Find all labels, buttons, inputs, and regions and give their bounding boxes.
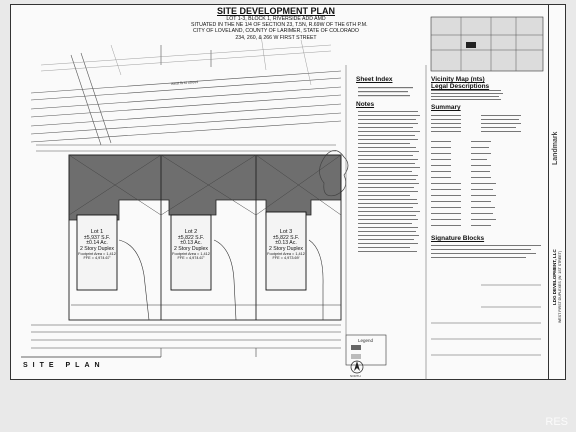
site-plan-drawing — [21, 16, 544, 380]
lot-ffe: FFE = 4,974.67' — [83, 256, 111, 261]
lot-2-label: Lot 2 ±5,822 S.F. ±0.13 Ac. 2 Story Dupl… — [168, 229, 214, 261]
legend-label: Legend — [358, 338, 374, 343]
lot-area-sf: ±5,822 S.F. — [177, 234, 205, 241]
legal-descriptions-heading: Legal Descriptions — [431, 83, 490, 90]
vicinity-map-heading: Vicinity Map (nts) — [431, 76, 485, 83]
lot-name: Lot 1 — [90, 229, 104, 235]
lot-footprint: Footprint Area = 1,412 — [267, 252, 305, 257]
plan-subtitle-line-3: CITY OF LOVELAND, COUNTY OF LARIMER, STA… — [193, 28, 359, 35]
lot-area-ac: ±0.13 Ac. — [275, 240, 297, 247]
lot-footprint: Footprint Area = 1,412 — [172, 252, 210, 257]
title-block: Landmark LDG DEVELOPMENT, LLC WEST FIRST… — [548, 5, 567, 380]
project-name: WEST FIRST DUPLEXES (W. 1ST STREET) — [558, 250, 562, 323]
plan-subtitle-line-2: SITUATED IN THE NE 1/4 OF SECTION 23, T.… — [191, 22, 368, 29]
lot-footprint: Footprint Area = 1,412 — [78, 252, 116, 257]
lot-area-sf: ±5,937 S.F. — [83, 234, 111, 241]
notes-heading: Notes — [356, 101, 375, 108]
lot-area-ac: ±0.14 Ac. — [86, 240, 108, 247]
lot-area-sf: ±5,822 S.F. — [272, 234, 300, 241]
site-plan-sheet: SITE DEVELOPMENT PLAN LOT 1-3, BLOCK 1, … — [10, 4, 566, 380]
lot-area-ac: ±0.13 Ac. — [180, 240, 202, 247]
watermark-logo: RES — [545, 416, 568, 428]
plan-title: SITE DEVELOPMENT PLAN — [216, 6, 335, 16]
lot-building-type: 2 Story Duplex — [79, 245, 115, 252]
lot-building-type: 2 Story Duplex — [173, 245, 209, 252]
sheet-index-heading: Sheet Index — [356, 76, 393, 83]
lot-ffe: FFE = 4,973.69' — [272, 256, 300, 261]
north-label: NORTH — [350, 374, 361, 378]
plan-subtitle-line-4: 234, 260, & 266 W FIRST STREET — [235, 34, 317, 41]
lot-3-label: Lot 3 ±5,822 S.F. ±0.13 Ac. 2 Story Dupl… — [263, 229, 309, 261]
site-plan-label: SITE PLAN — [23, 362, 105, 369]
plan-subtitle-line-1: LOT 1-3, BLOCK 1, RIVERSIDE ADD AMD — [226, 16, 326, 22]
lot-name: Lot 2 — [184, 229, 198, 235]
signature-blocks-heading: Signature Blocks — [431, 235, 485, 242]
plan-header: SITE DEVELOPMENT PLAN LOT 1-3, BLOCK 1, … — [191, 6, 368, 41]
lot-ffe: FFE = 4,974.67' — [177, 256, 205, 261]
summary-heading: Summary — [431, 104, 461, 111]
company-name: LDG DEVELOPMENT, LLC — [552, 249, 557, 305]
lot-1-label: Lot 1 ±5,937 S.F. ±0.14 Ac. 2 Story Dupl… — [74, 229, 120, 261]
lot-building-type: 2 Story Duplex — [268, 245, 304, 252]
lot-name: Lot 3 — [279, 229, 293, 235]
brand-logo-text: Landmark — [552, 131, 559, 165]
